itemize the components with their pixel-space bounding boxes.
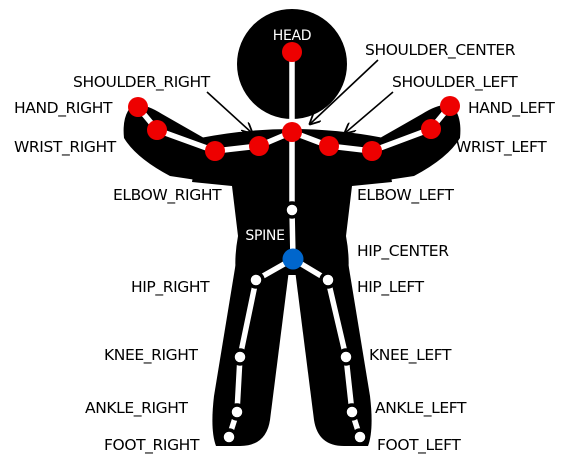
- joint-hand-left: [440, 96, 460, 116]
- label-ankle-right: ANKLE_RIGHT: [85, 399, 189, 418]
- joint-shoulder-center: [282, 122, 302, 142]
- label-shoulder-center: SHOULDER_CENTER: [365, 41, 516, 60]
- label-foot-right: FOOT_RIGHT: [104, 436, 200, 454]
- label-hip-left: HIP_LEFT: [357, 278, 425, 297]
- joint-wrist-right: [147, 120, 167, 140]
- joint-shoulder-right: [249, 136, 269, 156]
- joint-hand-right: [128, 97, 148, 117]
- label-wrist-right: WRIST_RIGHT: [14, 138, 117, 157]
- joint-elbow-left: [362, 141, 382, 161]
- arrow-shoulder-left: [345, 92, 393, 133]
- label-elbow-right: ELBOW_RIGHT: [113, 186, 222, 205]
- label-hip-center: HIP_CENTER: [357, 242, 449, 261]
- joint-hip-center: [283, 249, 304, 270]
- joint-foot-right: [222, 430, 236, 444]
- label-spine: SPINE: [245, 228, 284, 244]
- label-shoulder-left: SHOULDER_LEFT: [392, 73, 518, 92]
- arrow-shoulder-right: [207, 92, 252, 133]
- joint-ankle-left: [345, 405, 359, 419]
- label-hand-right: HAND_RIGHT: [14, 99, 113, 118]
- label-knee-right: KNEE_RIGHT: [104, 346, 199, 365]
- joint-hip-right: [249, 273, 263, 287]
- joint-foot-left: [353, 430, 367, 444]
- spine-line: [292, 52, 293, 259]
- label-wrist-left: WRIST_LEFT: [456, 138, 547, 157]
- joint-knee-right: [233, 350, 247, 364]
- joint-shoulder-left: [319, 136, 339, 156]
- joint-head: [282, 42, 302, 62]
- label-shoulder-right: SHOULDER_RIGHT: [73, 73, 211, 92]
- joint-hip-left: [321, 273, 335, 287]
- label-foot-left: FOOT_LEFT: [377, 436, 461, 454]
- label-knee-left: KNEE_LEFT: [369, 346, 452, 365]
- joint-elbow-right: [205, 141, 225, 161]
- label-ankle-left: ANKLE_LEFT: [375, 399, 467, 418]
- joint-knee-left: [339, 350, 353, 364]
- joint-wrist-left: [421, 119, 441, 139]
- label-head: HEAD: [273, 28, 312, 44]
- joint-ankle-right: [230, 405, 244, 419]
- label-elbow-left: ELBOW_LEFT: [357, 186, 455, 205]
- joint-spine: [285, 203, 299, 217]
- label-hand-left: HAND_LEFT: [468, 99, 555, 118]
- label-hip-right: HIP_RIGHT: [131, 278, 210, 297]
